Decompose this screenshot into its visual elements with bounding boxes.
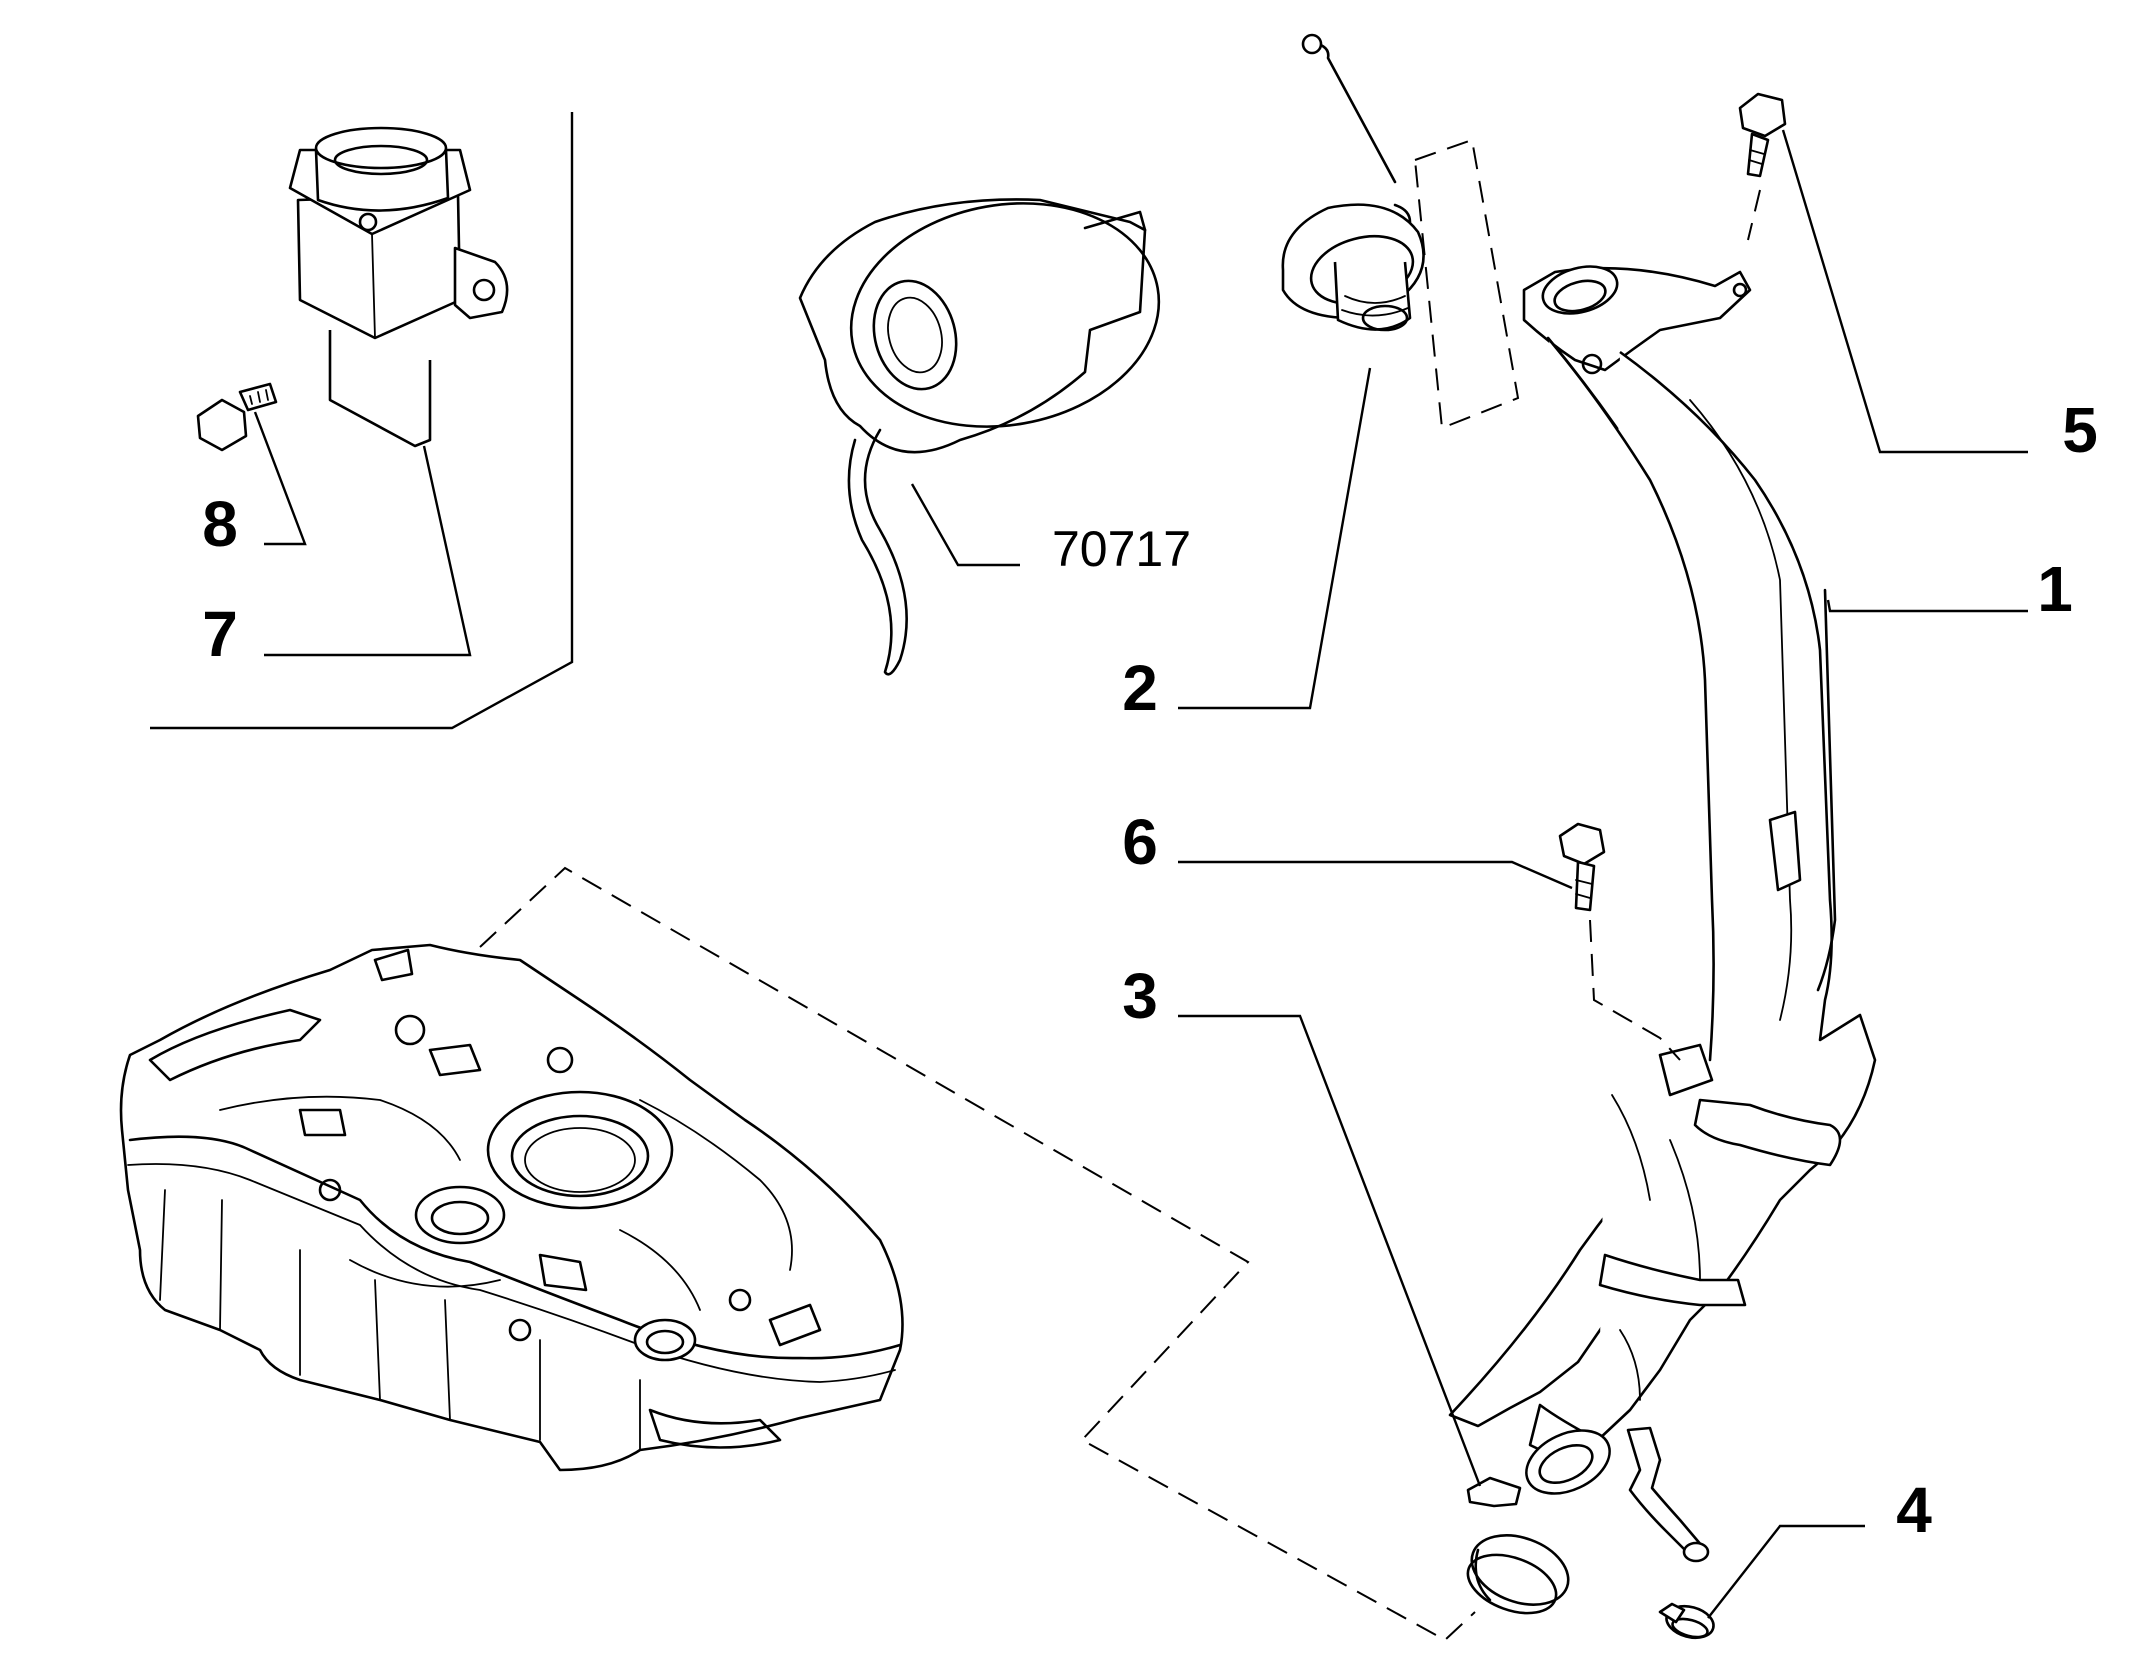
callout-70717: 70717 (1052, 521, 1191, 577)
tank-to-neck-dashed-link (479, 866, 1476, 1642)
callout-4: 4 (1896, 1474, 1932, 1546)
inset-frame (150, 112, 574, 730)
cap-detail-frame (1413, 138, 1520, 430)
large-hose-clamp (1466, 1476, 1570, 1615)
sender-bolt (196, 382, 278, 452)
small-hose-clamp (1658, 1602, 1715, 1640)
filler-neck-top-bolt (1738, 92, 1787, 241)
callout-7: 7 (202, 598, 238, 670)
callout-2: 2 (1122, 652, 1158, 724)
callout-6: 6 (1122, 806, 1158, 878)
callout-3: 3 (1122, 960, 1158, 1032)
fuel-filler-cap (1281, 33, 1425, 332)
fuel-sender-unit (288, 126, 509, 448)
leader-lines (253, 129, 2028, 1619)
callout-8: 8 (202, 488, 238, 560)
fuel-filler-neck-pipe (1448, 265, 1877, 1563)
filler-neck-lower-bolt (1558, 822, 1681, 1061)
fuel-tank (119, 943, 904, 1472)
callout-5: 5 (2062, 394, 2098, 466)
callout-1: 1 (2037, 553, 2073, 625)
filler-flap-housing (798, 198, 1161, 676)
